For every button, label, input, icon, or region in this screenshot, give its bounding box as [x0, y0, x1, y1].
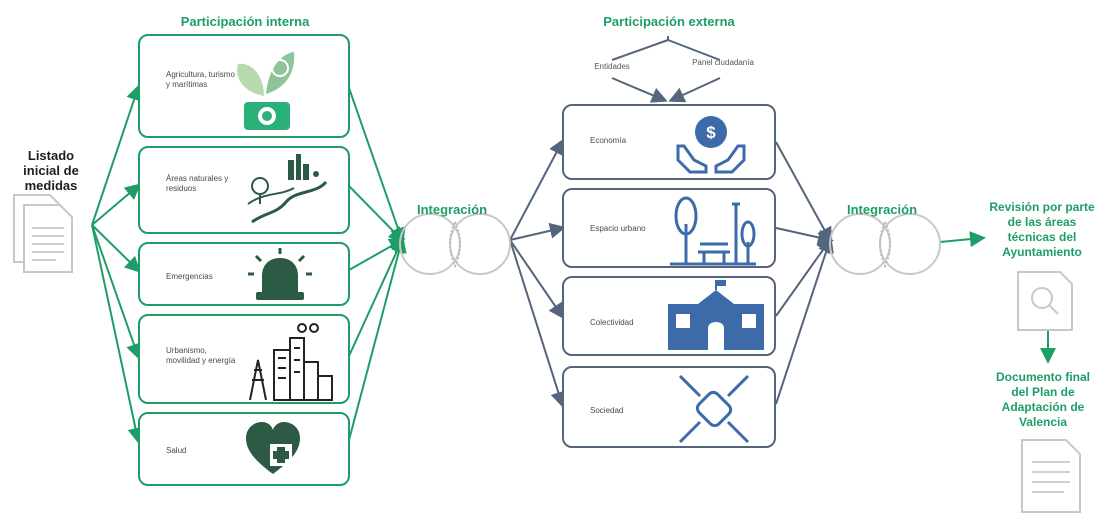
- fan-in-integration1-arrows: [348, 87, 407, 441]
- svg-text:$: $: [706, 123, 716, 142]
- internal-box-label: Agricultura, turismo y marítimas: [166, 70, 235, 89]
- external-box-urban-space: Espacio urbano: [562, 188, 776, 268]
- internal-participation-title: Participación interna: [180, 14, 310, 29]
- siren-icon: [248, 248, 312, 300]
- integration2-label: Integración: [846, 202, 918, 217]
- internal-box-health: Salud: [138, 412, 350, 486]
- review-label: Revisión por parte de las áreas técnicas…: [989, 200, 1095, 259]
- final-document-label: Documento final del Plan de Adaptación d…: [995, 370, 1090, 429]
- integration1-label: Integración: [416, 202, 488, 217]
- internal-box-agriculture: Agricultura, turismo y marítimas: [138, 34, 350, 138]
- fan-out-external-arrows: [509, 36, 834, 408]
- park-icon: [670, 196, 756, 266]
- external-box-label: Colectividad: [590, 318, 634, 327]
- money-hands-icon: $: [676, 116, 746, 174]
- initial-list-title: Listado inicial de medidas: [23, 148, 79, 193]
- internal-box-natural-areas: Áreas naturales y residuos: [138, 146, 350, 234]
- school-icon: [668, 280, 764, 350]
- external-box-society: Sociedad: [562, 366, 776, 448]
- external-box-collectivity: Colectividad: [562, 276, 776, 356]
- external-participation-title: Participación externa: [603, 14, 735, 29]
- internal-box-label: Urbanismo, movilidad y energía: [166, 346, 236, 365]
- integration1-venn-icon: [399, 213, 511, 275]
- document-stack-icon: [13, 194, 73, 273]
- landscape-icon: [247, 154, 328, 224]
- external-box-label: Espacio urbano: [590, 224, 646, 233]
- external-box-economy: Economía $: [562, 104, 776, 180]
- final-document-icon: [1021, 439, 1081, 513]
- review-arrows: [939, 231, 1056, 364]
- heart-plus-icon: [246, 422, 300, 474]
- document-search-icon: [1017, 271, 1073, 331]
- joined-hands-icon: [678, 374, 750, 444]
- internal-box-emergencies: Emergencias: [138, 242, 350, 306]
- external-box-label: Sociedad: [590, 406, 624, 415]
- sprout-camera-icon: [237, 52, 295, 130]
- external-box-label: Economía: [590, 136, 627, 145]
- internal-box-label: Emergencias: [166, 272, 213, 281]
- external-source-entities: Entidades: [594, 62, 630, 71]
- integration2-venn-icon: [829, 213, 941, 275]
- fan-out-internal-arrows: [91, 84, 144, 444]
- external-source-panel: Panel ciudadanía: [692, 58, 754, 67]
- internal-box-urbanism: Urbanismo, movilidad y energía: [138, 314, 350, 404]
- internal-box-label: Áreas naturales y residuos: [166, 174, 229, 193]
- city-power-icon: [249, 323, 333, 401]
- internal-box-label: Salud: [166, 446, 187, 455]
